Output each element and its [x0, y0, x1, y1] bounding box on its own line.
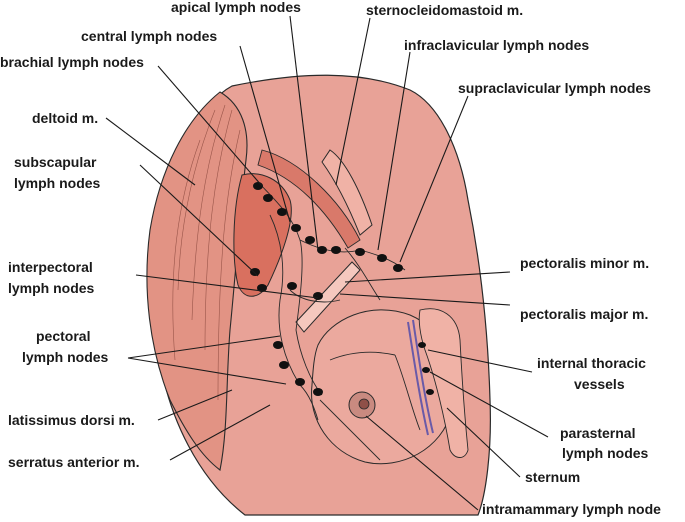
lymph-node [263, 194, 273, 202]
leader-serratus [169, 404, 271, 461]
lymph-nodes [250, 182, 434, 396]
leader-pectoral-1 [127, 335, 281, 359]
label-subscapular-line1: subscapular [14, 154, 97, 170]
label-parasternal-line2: lymph nodes [562, 445, 649, 461]
leader-sternum [446, 407, 521, 478]
leader-internal-thoracic [427, 349, 533, 373]
lymph-node [377, 254, 387, 262]
leader-brachial [157, 65, 263, 187]
lymph-node [331, 246, 341, 254]
label-infraclavicular-lymph-nodes: infraclavicular lymph nodes [404, 37, 589, 53]
lymph-node [277, 208, 287, 216]
label-serratus-anterior: serratus anterior m. [8, 454, 140, 470]
label-internal-thoracic-line1: internal thoracic [537, 355, 646, 371]
label-pectoral-line2: lymph nodes [22, 349, 109, 365]
label-interpectoral-line2: lymph nodes [8, 280, 95, 296]
leader-subscapular [139, 164, 259, 277]
sternum-plate [418, 308, 469, 458]
label-deltoid: deltoid m. [32, 110, 98, 126]
lymph-node [422, 367, 430, 373]
leader-pectoralis-minor [344, 271, 511, 283]
label-latissimus-dorsi: latissimus dorsi m. [8, 412, 135, 428]
label-sternum: sternum [525, 469, 580, 485]
lymph-node [317, 246, 327, 254]
label-central-lymph-nodes: central lymph nodes [81, 28, 217, 44]
leader-central [239, 45, 291, 223]
label-brachial-lymph-nodes: brachial lymph nodes [0, 54, 144, 70]
sternocleidomastoid-muscle [321, 149, 373, 236]
label-subscapular-line2: lymph nodes [14, 175, 101, 191]
leader-apical [289, 15, 319, 251]
leader-pectoralis-major [339, 293, 511, 306]
lymph-node [291, 224, 301, 232]
deltoid-fibres [172, 104, 241, 401]
leader-pectoral-2 [127, 357, 287, 385]
label-apical-lymph-nodes: apical lymph nodes [171, 0, 301, 15]
leader-sternocleidomastoid [335, 17, 371, 186]
label-pectoralis-minor: pectoralis minor m. [520, 255, 649, 271]
lymph-node [257, 284, 267, 292]
deltoid-muscle [146, 91, 248, 471]
label-pectoralis-major: pectoralis major m. [520, 306, 648, 322]
axillary-muscle [233, 173, 292, 297]
leader-lines [105, 15, 549, 511]
lymph-node [287, 282, 297, 290]
lymph-node [273, 341, 283, 349]
label-parasternal-line1: parasternal [560, 425, 635, 441]
lymph-node [295, 378, 305, 386]
torso-anatomy [146, 74, 491, 516]
lymph-node [418, 342, 426, 348]
lymph-node [313, 388, 323, 396]
leader-parasternal [429, 371, 549, 438]
lymph-node [355, 248, 365, 256]
labels: apical lymph nodes sternocleidomastoid m… [0, 0, 661, 517]
leader-infraclavicular [377, 51, 411, 251]
label-pectoral-line1: pectoral [36, 328, 90, 344]
clavicle-region [257, 149, 361, 249]
nipple [358, 398, 370, 410]
leader-interpectoral [135, 274, 319, 299]
internal-thoracic-vessels [407, 319, 434, 436]
leader-intramammary [365, 415, 479, 511]
lymph-node [305, 236, 315, 244]
label-intramammary-lymph-node: intramammary lymph node [482, 501, 661, 517]
lymph-node [250, 268, 260, 276]
pectoralis-minor-muscle [295, 261, 361, 333]
label-sternocleidomastoid: sternocleidomastoid m. [366, 2, 523, 18]
leader-deltoid [105, 117, 196, 186]
label-interpectoral-line1: interpectoral [8, 259, 93, 275]
label-internal-thoracic-line2: vessels [574, 376, 625, 392]
lymph-node [426, 389, 434, 395]
leader-latissimus [157, 389, 233, 421]
lymph-node [313, 292, 323, 300]
lymph-node [393, 264, 403, 272]
label-supraclavicular-lymph-nodes: supraclavicular lymph nodes [458, 80, 651, 96]
leader-supraclavicular [399, 95, 469, 263]
lymph-node [279, 361, 289, 369]
